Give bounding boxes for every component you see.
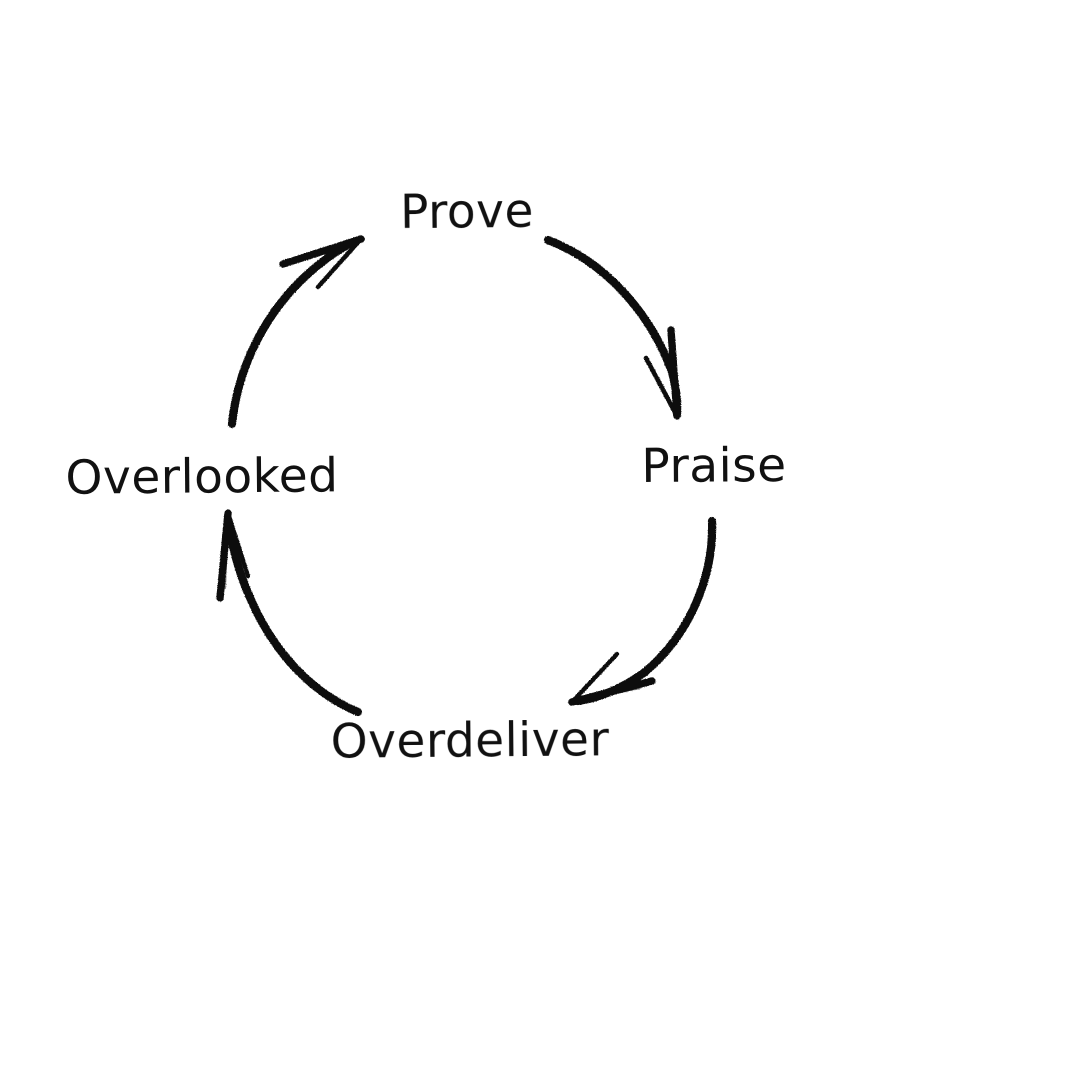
arrow-praise-to-overdeliver	[568, 516, 717, 706]
arrow-overlooked-to-prove	[227, 235, 365, 429]
node-label-overlooked: Overlooked	[65, 448, 339, 506]
arrow-overdeliver-to-overlooked	[216, 509, 363, 717]
arrow-prove-to-praise	[543, 235, 682, 420]
node-label-prove: Prove	[399, 183, 535, 241]
node-label-overdeliver: Overdeliver	[330, 712, 610, 770]
node-label-praise: Praise	[641, 437, 787, 495]
